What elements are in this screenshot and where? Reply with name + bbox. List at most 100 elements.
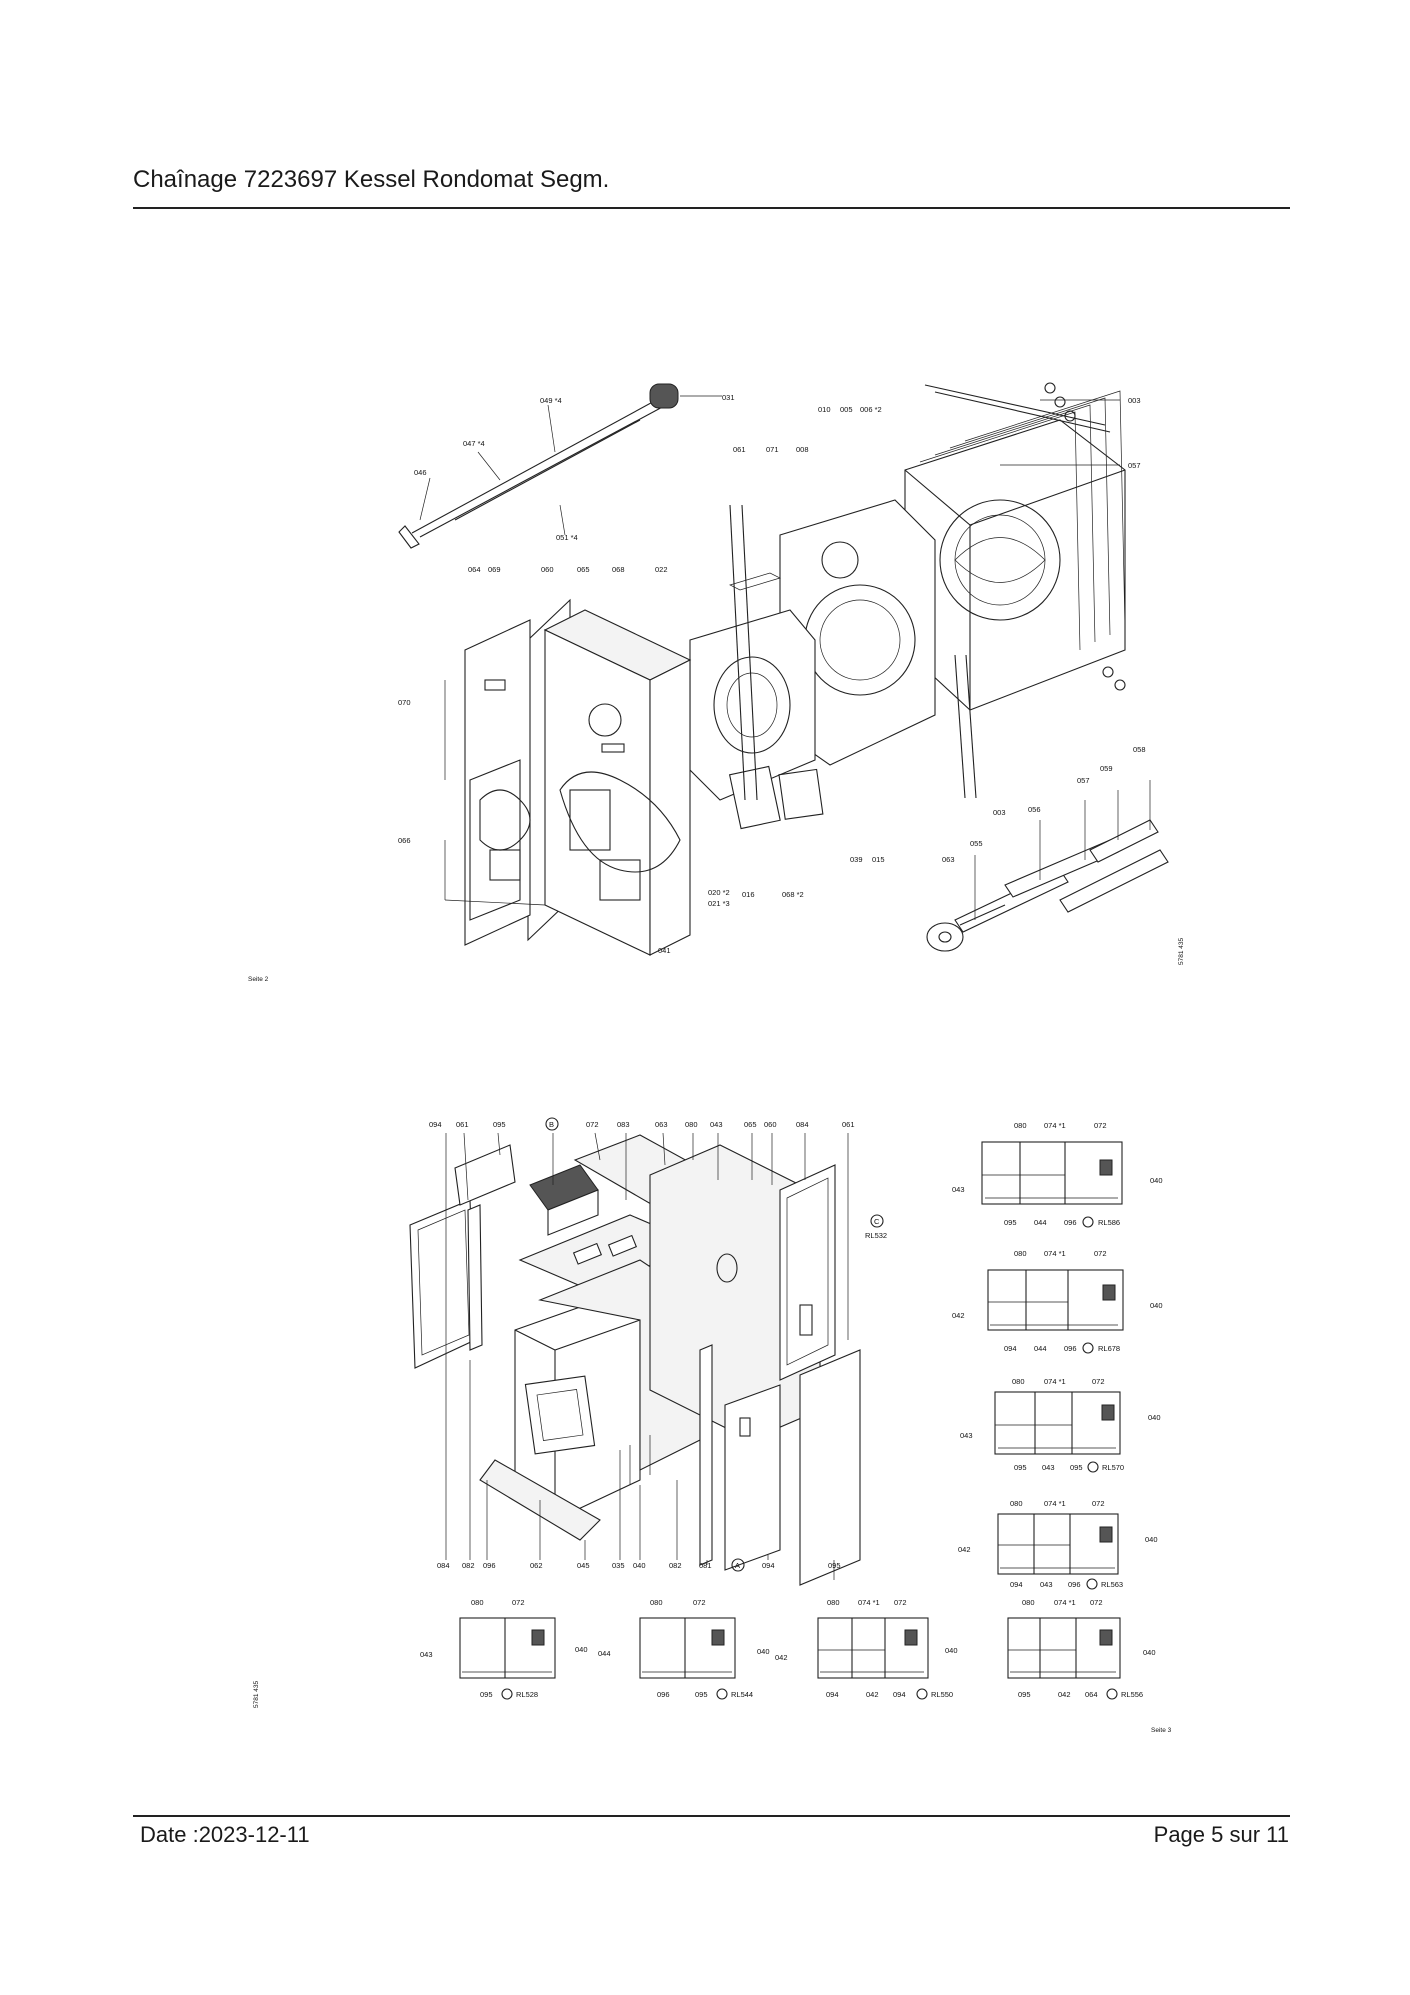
label-068: 068 xyxy=(612,565,625,574)
label-006: 006 *2 xyxy=(860,405,882,414)
v5-label-080: 080 xyxy=(471,1598,484,1607)
variant-rl563: 080 074 *1 072 042 040 094 043 096 RL563 xyxy=(958,1499,1158,1590)
label-005: 005 xyxy=(840,405,853,414)
v6-code: RL544 xyxy=(731,1690,753,1699)
v1-label-b0: 095 xyxy=(1004,1218,1017,1227)
v2-label-right: 040 xyxy=(1150,1301,1163,1310)
v4-label-left: 042 xyxy=(958,1545,971,1554)
v3-label-074: 074 *1 xyxy=(1044,1377,1066,1386)
drawing-code-top: 5781 435 xyxy=(1178,938,1185,965)
label-top-061: 061 xyxy=(456,1120,469,1129)
v2-label-074: 074 *1 xyxy=(1044,1249,1066,1258)
v6-label-b1: 095 xyxy=(695,1690,708,1699)
v4-label-b1: 043 xyxy=(1040,1580,1053,1589)
variant-rl528: 080 072 043 040 095 RL528 xyxy=(420,1598,588,1700)
label-top-065: 065 xyxy=(744,1120,757,1129)
v7-label-right: 040 xyxy=(945,1646,958,1655)
bottom-part-labels: 094 061 095 B 072 083 063 080 043 065 06… xyxy=(253,1117,1172,1734)
top-part-labels: 003 031 049 *4 047 *4 046 051 *4 010 005… xyxy=(248,393,1185,983)
label-top-060: 060 xyxy=(764,1120,777,1129)
v7-label-b1: 042 xyxy=(866,1690,879,1699)
v5-code: RL528 xyxy=(516,1690,538,1699)
label-055: 055 xyxy=(970,839,983,848)
label-bot-035: 035 xyxy=(612,1561,625,1570)
boiler-block xyxy=(904,382,1126,711)
label-057: 057 xyxy=(1128,461,1141,470)
v6-label-080: 080 xyxy=(650,1598,663,1607)
v4-label-072: 072 xyxy=(1092,1499,1105,1508)
v1-label-b1: 044 xyxy=(1034,1218,1047,1227)
label-041: 041 xyxy=(658,946,671,955)
label-bot-082: 082 xyxy=(462,1561,475,1570)
label-bot-084: 084 xyxy=(437,1561,450,1570)
variant-rl586: 080 074 *1 072 043 040 095 044 096 RL586 xyxy=(952,1121,1163,1228)
label-065: 065 xyxy=(577,565,590,574)
v3-label-right: 040 xyxy=(1148,1413,1161,1422)
v4-label-b0: 094 xyxy=(1010,1580,1023,1589)
v1-label-right: 040 xyxy=(1150,1176,1163,1185)
label-bot-A: A xyxy=(735,1561,740,1570)
label-066: 066 xyxy=(398,836,411,845)
label-047: 047 *4 xyxy=(463,439,485,448)
front-door-lower xyxy=(724,1384,781,1571)
label-bot-081: 081 xyxy=(699,1561,712,1570)
v4-code: RL563 xyxy=(1101,1580,1123,1589)
v8-label-080: 080 xyxy=(1022,1598,1035,1607)
label-bot-062: 062 xyxy=(530,1561,543,1570)
label-051: 051 *4 xyxy=(556,533,578,542)
v1-label-074: 074 *1 xyxy=(1044,1121,1066,1130)
v3-code: RL570 xyxy=(1102,1463,1124,1472)
v3-label-b0: 095 xyxy=(1014,1463,1027,1472)
label-bot-095: 095 xyxy=(828,1561,841,1570)
label-056: 056 xyxy=(1028,805,1041,814)
label-071: 071 xyxy=(766,445,779,454)
v3-label-072: 072 xyxy=(1092,1377,1105,1386)
label-059: 059 xyxy=(1100,764,1113,773)
label-049: 049 *4 xyxy=(540,396,562,405)
v5-label-left: 043 xyxy=(420,1650,433,1659)
v5-label-b0: 095 xyxy=(480,1690,493,1699)
v1-label-080: 080 xyxy=(1014,1121,1027,1130)
variant-rl544: 080 072 044 040 096 095 RL544 xyxy=(598,1598,770,1700)
v2-label-left: 042 xyxy=(952,1311,965,1320)
v3-label-b2: 095 xyxy=(1070,1463,1083,1472)
label-060: 060 xyxy=(541,565,554,574)
label-061: 061 xyxy=(733,445,746,454)
label-058: 058 xyxy=(1133,745,1146,754)
v8-label-right: 040 xyxy=(1143,1648,1156,1657)
v2-label-b1: 044 xyxy=(1034,1344,1047,1353)
top-exploded-view: 003 031 049 *4 047 *4 046 051 *4 010 005… xyxy=(248,382,1185,983)
v2-code: RL678 xyxy=(1098,1344,1120,1353)
label-039: 039 xyxy=(850,855,863,864)
label-021: 021 *3 xyxy=(708,899,730,908)
bottom-exploded-view: 094 061 095 B 072 083 063 080 043 065 06… xyxy=(253,1117,1172,1734)
label-top-095: 095 xyxy=(493,1120,506,1129)
label-008: 008 xyxy=(796,445,809,454)
header-rule xyxy=(133,207,1290,209)
label-022: 022 xyxy=(655,565,668,574)
v5-label-072: 072 xyxy=(512,1598,525,1607)
front-door-right xyxy=(799,1349,861,1586)
turbulator-bars xyxy=(926,780,1169,952)
page-label-seite-2: Seite 2 xyxy=(248,976,269,983)
label-top-063: 063 xyxy=(655,1120,668,1129)
footer-page-number: Page 5 sur 11 xyxy=(1153,1822,1289,1847)
page-label-seite-3: Seite 3 xyxy=(1151,1727,1172,1734)
v3-label-b1: 043 xyxy=(1042,1463,1055,1472)
label-top-084: 084 xyxy=(796,1120,809,1129)
label-top-094: 094 xyxy=(429,1120,442,1129)
right-side-panel xyxy=(779,1164,836,1381)
label-top-B: B xyxy=(549,1120,554,1129)
v4-label-080: 080 xyxy=(1010,1499,1023,1508)
v6-label-left: 044 xyxy=(598,1649,611,1658)
insulation-panels xyxy=(444,598,692,956)
v2-label-b2: 096 xyxy=(1064,1344,1077,1353)
label-circle-C: C xyxy=(874,1217,880,1226)
footer-date: Date :2023-12-11 xyxy=(140,1822,310,1847)
v7-label-072: 072 xyxy=(894,1598,907,1607)
label-070: 070 xyxy=(398,698,411,707)
label-068b: 068 *2 xyxy=(782,890,804,899)
v4-label-right: 040 xyxy=(1145,1535,1158,1544)
variant-rl556: 080 074 *1 072 040 095 042 064 RL556 xyxy=(1007,1598,1156,1700)
label-bot-082b: 082 xyxy=(669,1561,682,1570)
